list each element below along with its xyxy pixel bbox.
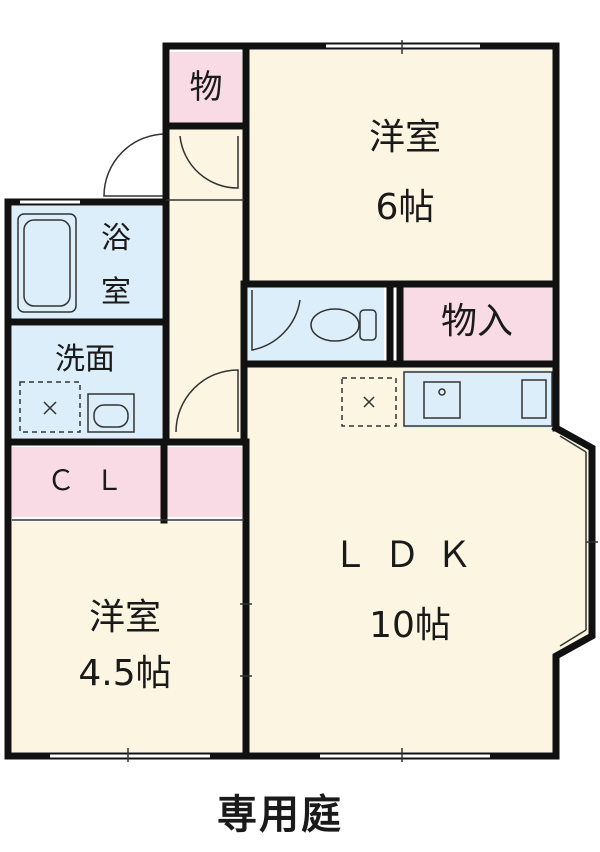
kitchen-stove [521, 379, 547, 419]
floor-entrance [166, 125, 244, 200]
bay-inner-line-2 [559, 629, 587, 647]
kitchen-sink [423, 381, 461, 419]
floor-western-45 [12, 522, 244, 752]
floor-closet-cl [12, 447, 162, 517]
kitchen-drain [438, 388, 446, 396]
floor-western-6 [246, 50, 555, 284]
washbasin [87, 393, 135, 433]
western-45-name: 洋室 [88, 597, 161, 638]
floor-closet-small [166, 447, 242, 517]
toilet-bowl [310, 308, 360, 342]
wall-bottom [4, 198, 560, 760]
ldk-size: 10帖 [369, 605, 451, 646]
washing-machine-pan [19, 381, 81, 433]
thin-lines [12, 40, 598, 762]
washroom-door [175, 369, 239, 433]
bathtub-inner [23, 219, 71, 307]
entrance-door [103, 133, 167, 197]
floor-closet-right [402, 287, 552, 361]
floor-bay-window [556, 428, 590, 655]
western-45-size: 4.5帖 [78, 653, 172, 694]
walls [4, 42, 596, 760]
washroom-label: 洗面 [55, 342, 115, 377]
bay-inner-line [559, 435, 587, 453]
western-6-size: 6帖 [375, 187, 435, 228]
ldk-name: ＬＤＫ [331, 535, 488, 576]
western-6-name: 洋室 [368, 117, 441, 158]
washing-machine-x2 [43, 401, 57, 415]
wall-outer-bay [551, 423, 596, 760]
kitchen-counter [403, 371, 553, 427]
storage-top-label: 物 [189, 67, 223, 106]
floors [12, 50, 590, 752]
bath-label-2: 室 [101, 275, 131, 310]
closet-cl-label: ＣＬ [46, 464, 143, 497]
washbasin-bowl [93, 404, 129, 428]
private-garden-label: 専用庭 [217, 792, 343, 838]
bath-label-1: 浴 [101, 221, 131, 256]
floor-storage-top [170, 52, 242, 124]
toilet-tank [359, 309, 377, 341]
doors [103, 133, 301, 433]
floor-toilet [248, 287, 384, 361]
storage-door [179, 135, 239, 189]
fridge-x2 [363, 396, 375, 408]
bathtub [17, 213, 77, 313]
closet-right-label: 物入 [440, 301, 513, 342]
toilet-door [251, 290, 301, 351]
floor-ldk [246, 366, 556, 752]
fridge-space [341, 377, 397, 427]
fixtures [17, 213, 553, 433]
floor-kitchen [404, 370, 554, 428]
floor-washroom [12, 326, 162, 438]
